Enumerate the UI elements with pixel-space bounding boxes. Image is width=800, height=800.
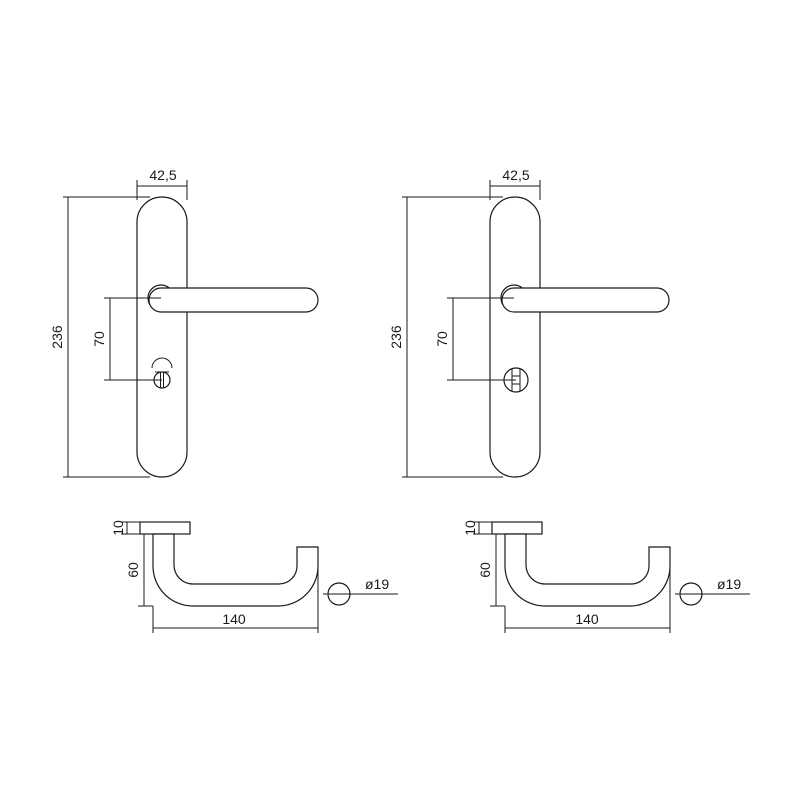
left-lever [148,287,319,313]
right-diameter-label: ø19 [717,576,741,592]
right-backplate [489,196,541,478]
right-side-rose [491,521,543,535]
left-side-rose [139,521,191,535]
left-projection-label: 60 [125,562,141,578]
left-side-view: 10 60 140 ø19 [110,520,398,633]
left-width-label: 42,5 [149,167,176,183]
right-side-view: 10 60 140 ø19 [462,520,750,633]
left-front-view: 42,5 236 70 [49,167,319,478]
right-spacing-label: 70 [434,331,450,347]
left-length-label: 140 [222,611,246,627]
left-rose-thickness-label: 10 [110,520,126,536]
left-side-handle [152,533,319,607]
right-rose-thickness-label: 10 [462,520,478,536]
right-lever [501,287,670,313]
right-side-handle [504,533,671,607]
right-front-view: 42,5 236 70 [388,167,670,478]
right-length-label: 140 [575,611,599,627]
right-height-label: 236 [388,325,404,349]
left-diameter-label: ø19 [365,576,389,592]
left-backplate [136,196,188,478]
right-width-label: 42,5 [502,167,529,183]
left-spacing-label: 70 [91,331,107,347]
left-height-label: 236 [49,325,65,349]
right-projection-label: 60 [477,562,493,578]
